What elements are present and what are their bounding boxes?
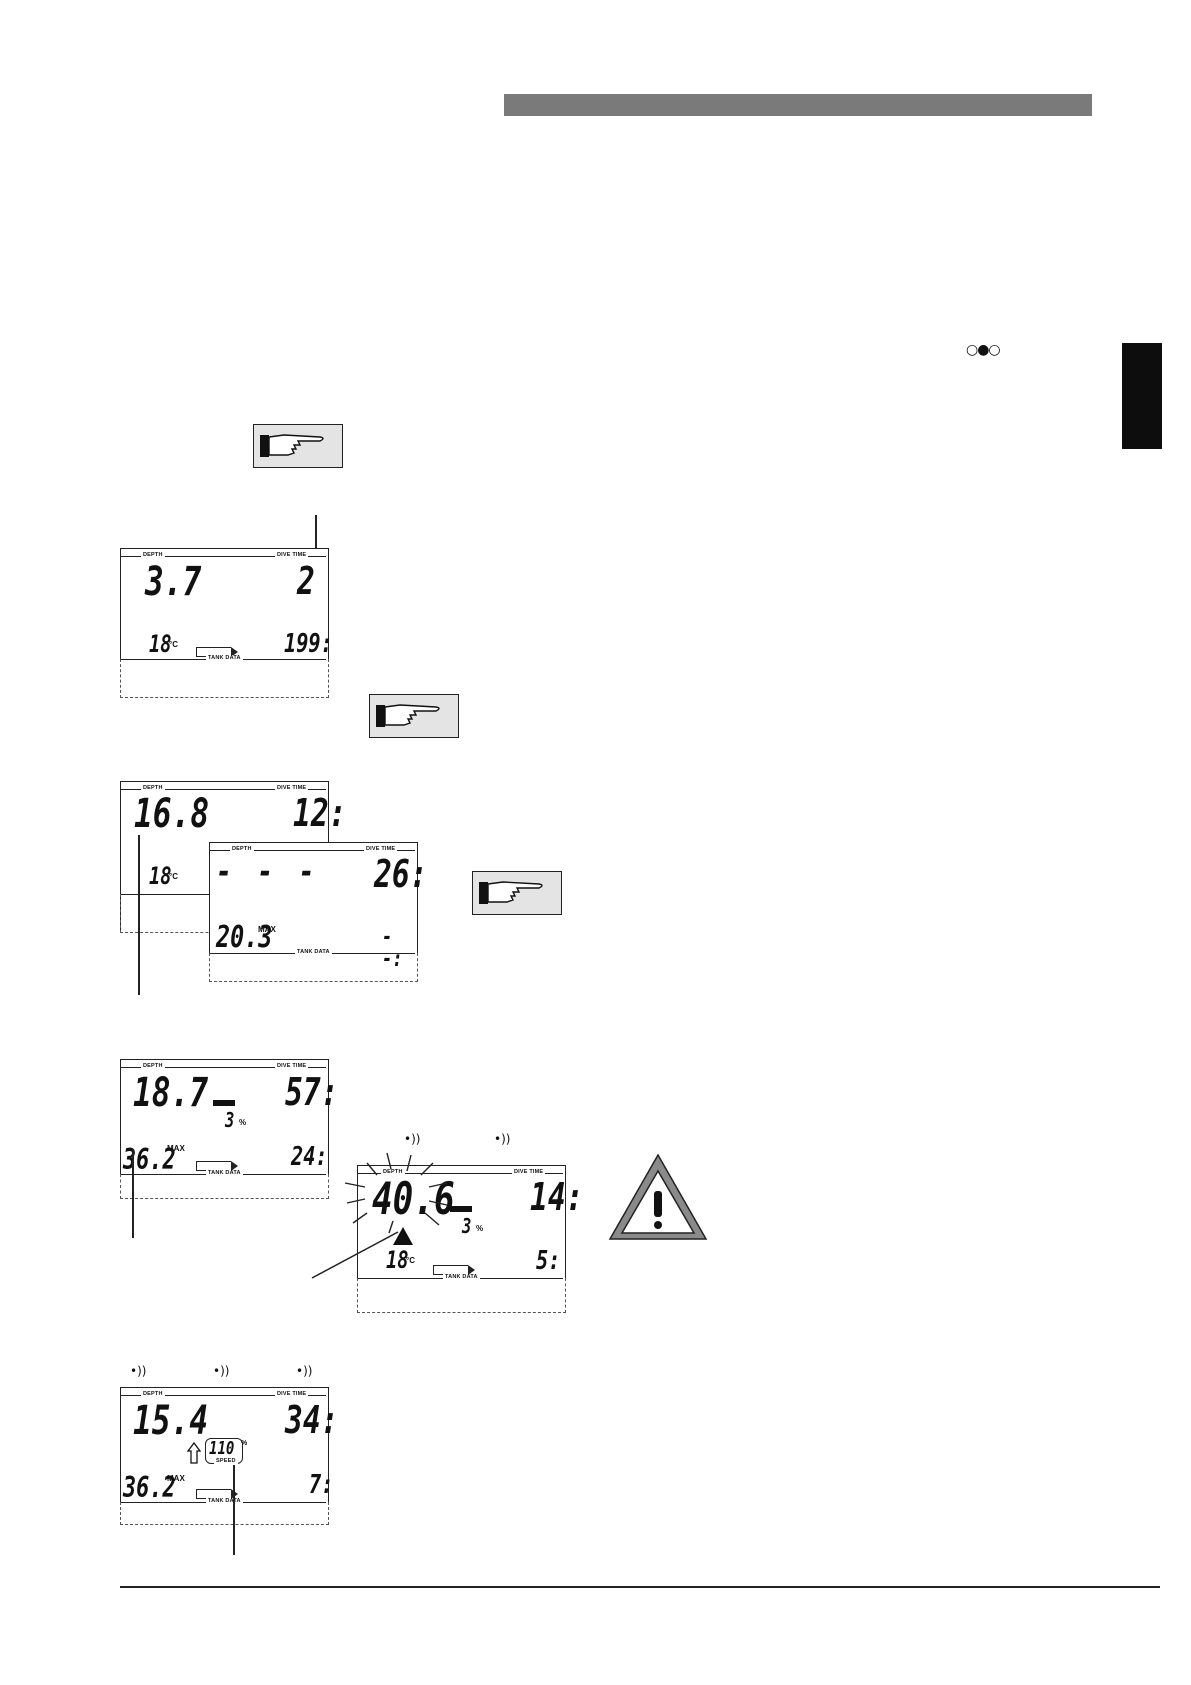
callout-line: [138, 835, 140, 995]
lcd-screen-1: DEPTH DIVE TIME 3.7 2 18 °C 199: TANK DA…: [120, 548, 333, 698]
flash-rays-icon: [344, 1152, 448, 1234]
depth-label: DEPTH: [141, 1391, 165, 1397]
lcd-screen-4: DEPTH DIVE TIME 18.7 57: 3 % 36.2 MAX 24…: [120, 1059, 339, 1199]
depth-value: 16.8: [134, 791, 210, 837]
percent-unit: %: [476, 1224, 484, 1233]
temperature-value: 18: [149, 862, 172, 890]
sound-alarm-icon: •)): [494, 1132, 511, 1146]
temperature-value: 18: [386, 1246, 409, 1274]
page-indicator-dots: ○●○: [966, 342, 1001, 358]
temperature-unit: °C: [406, 1256, 415, 1265]
dive-time-value: 34:: [285, 1398, 339, 1442]
dive-time-value: 2: [297, 559, 315, 603]
tank-value: - -:: [382, 925, 403, 972]
temperature-unit: °C: [169, 640, 178, 649]
max-label: MAX: [258, 925, 276, 934]
warning-mini-icon: [393, 1227, 413, 1245]
dive-time-label: DIVE TIME: [364, 846, 398, 852]
callout-line: [233, 1465, 235, 1555]
dive-time-label: DIVE TIME: [275, 552, 309, 558]
depth-label: DEPTH: [141, 785, 165, 791]
tank-data-label: TANK DATA: [206, 1170, 243, 1176]
tank-value: 24:: [291, 1142, 328, 1172]
hand-pointer-icon: [369, 694, 459, 738]
callout-line: [311, 1231, 399, 1279]
callout-line: [315, 515, 317, 560]
ascent-bar-icon: [450, 1206, 472, 1212]
speed-unit: %: [241, 1440, 248, 1447]
sound-alarm-icon: •)): [404, 1132, 421, 1146]
percent-value: 3: [225, 1108, 235, 1132]
tank-data-label: TANK DATA: [206, 1498, 243, 1504]
depth-label: DEPTH: [141, 1063, 165, 1069]
tank-data-label: TANK DATA: [295, 949, 332, 955]
lcd-screen-3: DEPTH DIVE TIME - - - 26: 20.3 MAX - -: …: [209, 842, 428, 982]
max-label: MAX: [167, 1144, 185, 1153]
depth-value: 18.7: [133, 1070, 209, 1116]
speed-value: 110: [209, 1438, 235, 1459]
tank-value: 7:: [309, 1470, 334, 1500]
depth-label: DEPTH: [230, 846, 254, 852]
max-depth-value: 20.3: [216, 920, 273, 955]
lcd-screen-6: DEPTH DIVE TIME 15.4 34: 110 % SPEED 36.…: [120, 1387, 339, 1525]
max-depth-value: 36.2: [123, 1471, 176, 1504]
ascent-arrow-icon: [187, 1442, 201, 1464]
tank-data-label: TANK DATA: [443, 1274, 480, 1280]
hand-pointer-icon: [253, 424, 343, 468]
depth-value: - - -: [216, 852, 320, 892]
depth-value: 3.7: [145, 559, 202, 605]
ascent-bar-icon: [213, 1100, 235, 1106]
sound-alarm-icon: •)): [296, 1364, 313, 1378]
sound-alarm-icon: •)): [213, 1364, 230, 1378]
footer-rule: [120, 1586, 1160, 1588]
temperature-unit: °C: [169, 872, 178, 881]
depth-value: 15.4: [133, 1398, 209, 1444]
dive-time-label: DIVE TIME: [275, 1063, 309, 1069]
max-label: MAX: [167, 1474, 185, 1483]
hand-pointer-icon: [472, 871, 562, 915]
dive-time-value: 12:: [293, 791, 347, 835]
sound-alarm-icon: •)): [130, 1364, 147, 1378]
chapter-side-tab: [1122, 343, 1162, 449]
tank-value: 199:: [284, 629, 333, 659]
tank-data-label: TANK DATA: [206, 655, 243, 661]
dive-time-label: DIVE TIME: [275, 1391, 309, 1397]
section-header-bar: [504, 94, 1092, 116]
temperature-value: 18: [149, 630, 172, 658]
dive-time-label: DIVE TIME: [275, 785, 309, 791]
dive-time-value: 26:: [374, 852, 428, 896]
tank-value: 5:: [536, 1246, 561, 1276]
dive-time-value: 57:: [285, 1070, 339, 1114]
percent-value: 3: [462, 1214, 472, 1238]
percent-unit: %: [239, 1118, 247, 1127]
max-depth-value: 36.2: [123, 1143, 176, 1176]
depth-label: DEPTH: [381, 1169, 405, 1175]
speed-label: SPEED: [214, 1458, 238, 1464]
warning-triangle-icon: [608, 1153, 708, 1240]
dive-time-label: DIVE TIME: [512, 1169, 546, 1175]
callout-line: [132, 1150, 134, 1238]
dive-time-value: 14:: [530, 1175, 584, 1219]
depth-label: DEPTH: [141, 552, 165, 558]
